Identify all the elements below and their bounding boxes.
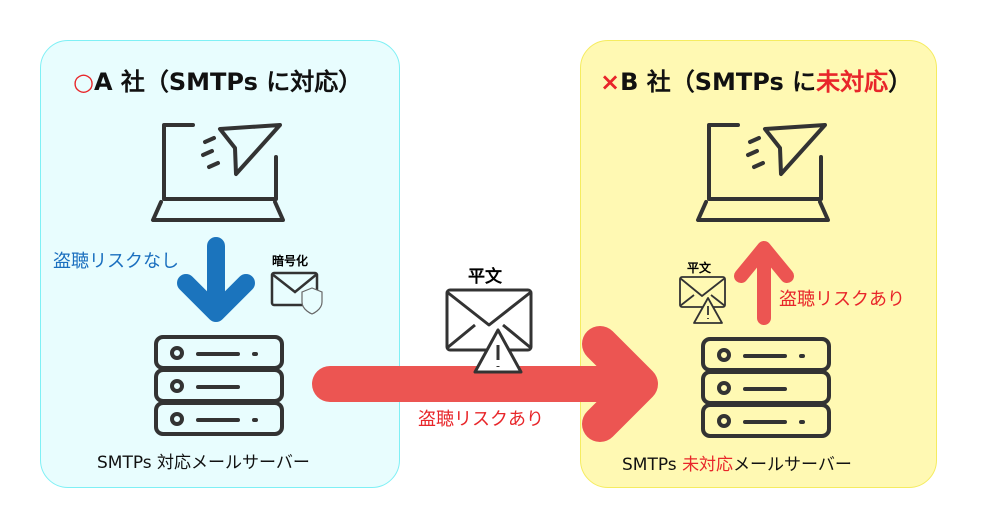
cross-mark-icon: × [600, 68, 621, 96]
company-a-title: ○A 社（SMTPs に対応） [73, 68, 363, 96]
server-a-label: SMTPs 対応メールサーバー [97, 453, 310, 473]
server-b-label: SMTPs 未対応メールサーバー [622, 455, 852, 475]
server-icon-a [154, 335, 284, 436]
transfer-risk-label: 盗聴リスクあり [418, 409, 544, 430]
plaintext-label: 平文 [468, 267, 502, 287]
plain-envelope-warning-icon [445, 288, 533, 374]
arrow-right-red-icon [312, 326, 658, 442]
b-risk-label: 盗聴リスクあり [779, 289, 905, 310]
encrypted-label: 暗号化 [272, 254, 309, 268]
no-risk-label: 盗聴リスクなし [53, 251, 179, 272]
small-plain-envelope-warning-icon [679, 276, 726, 324]
laptop-icon-b [696, 123, 830, 222]
server-icon-b [701, 337, 831, 438]
encrypted-envelope-icon [270, 271, 323, 315]
check-mark-icon: ○ [73, 68, 94, 96]
small-plaintext-label: 平文 [687, 261, 712, 275]
arrow-down-blue-icon [177, 237, 255, 322]
company-b-title: ×B 社（SMTPs に未対応） [600, 68, 913, 96]
arrow-up-red-icon [734, 241, 794, 325]
laptop-icon-a [151, 123, 285, 222]
